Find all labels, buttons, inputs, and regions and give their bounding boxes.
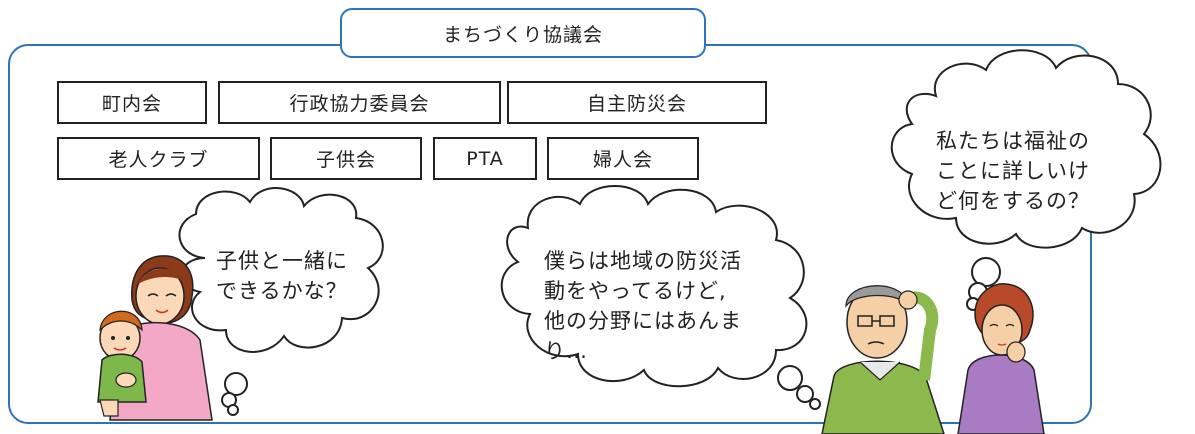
org-box-bosai: 自主防災会 [507,81,767,124]
org-box-chonaikai: 町内会 [57,81,207,124]
elderly-woman-illustration [957,283,1045,434]
man-thought-text: 僕らは地域の防災活 動をやってるけど, 他の分野にはあんま り… [544,249,742,363]
thought-bubble-man [500,185,821,410]
org-box-fujinkai: 婦人会 [547,137,699,180]
org-box-pta: PTA [433,137,537,180]
org-box-rojin-club: 老人クラブ [57,137,260,180]
mother-child-illustration [97,255,213,421]
old-man-illustration [821,285,945,434]
org-box-kodomokai: 子供会 [270,137,422,180]
woman-thought-text: 私たちは福祉の ことに詳しいけ ど何をするの？ [936,129,1090,213]
mother-thought-text: 子供と一緒に できるかな？ [216,249,348,303]
org-box-gyosei: 行政協力委員会 [218,81,501,124]
council-title: まちづくり協議会 [340,8,706,58]
thought-bubble-mother [178,187,384,416]
